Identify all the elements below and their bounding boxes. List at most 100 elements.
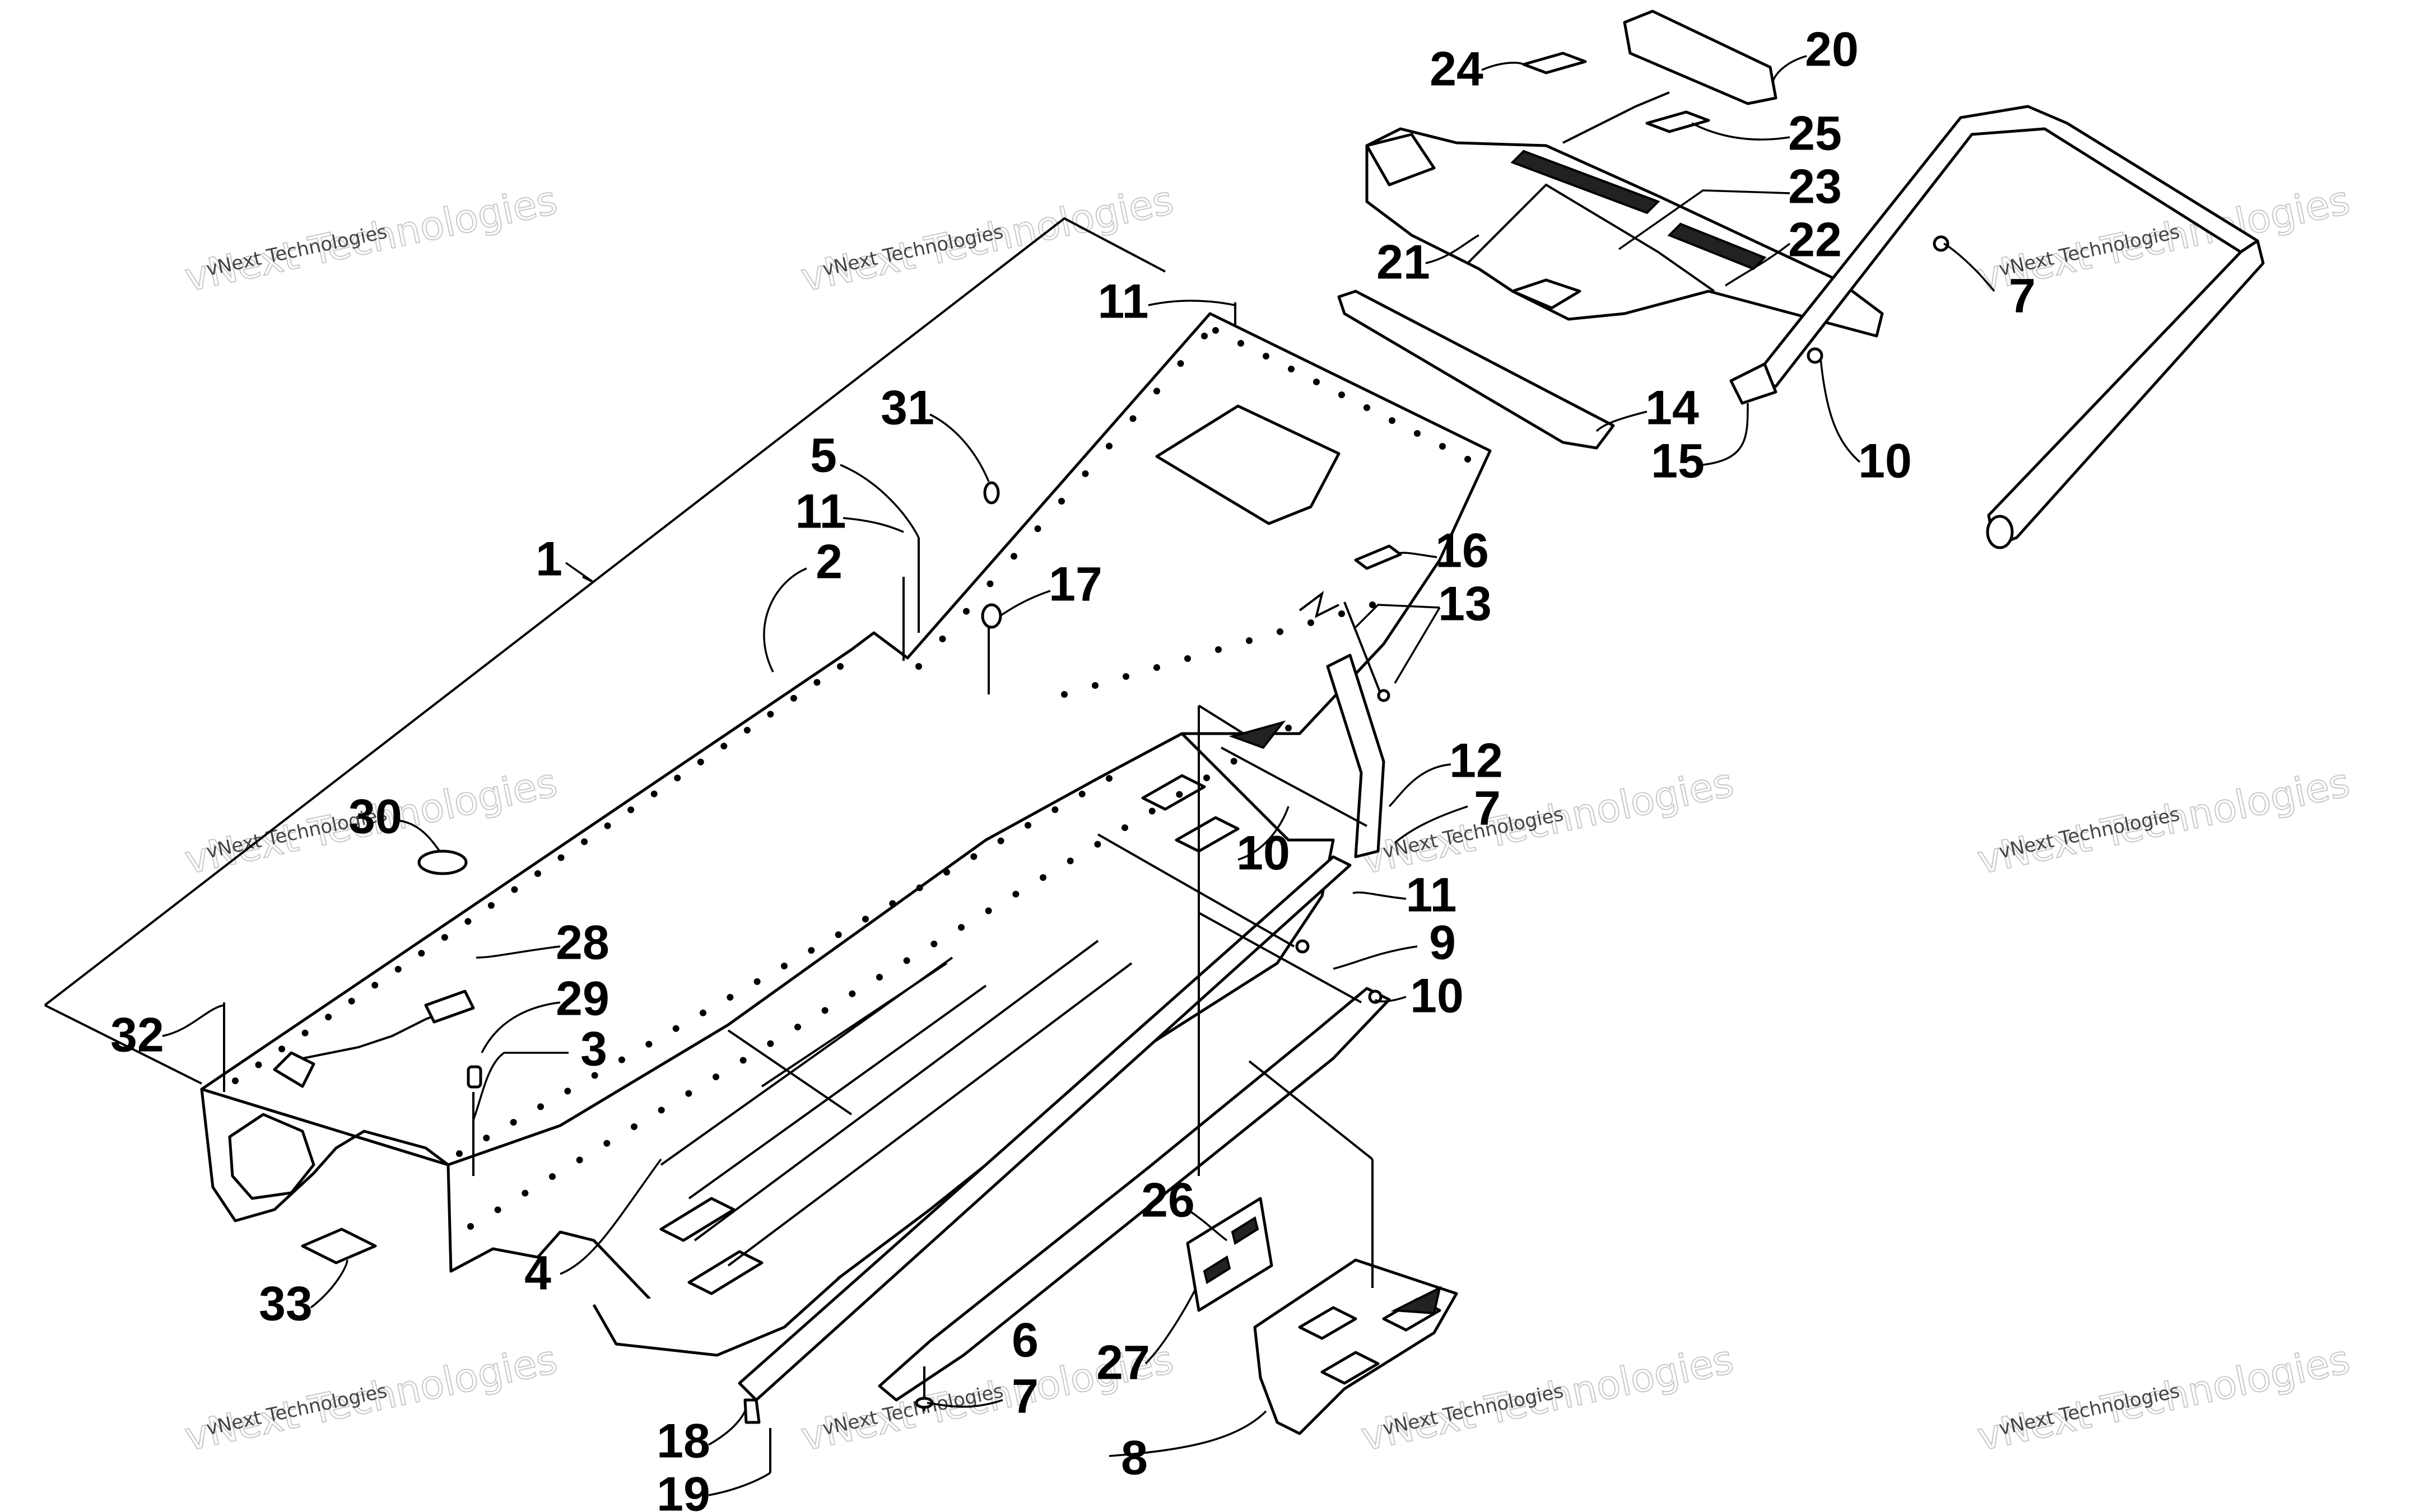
rivet-hole: [1338, 610, 1345, 617]
rivet-hole: [1092, 682, 1099, 689]
callout-20: 20: [1805, 23, 1859, 77]
rivet-hole: [713, 1074, 719, 1080]
rivet-hole: [821, 1007, 829, 1014]
callout-6: 6: [1012, 1314, 1039, 1368]
rivet-hole: [943, 869, 950, 876]
rivet-hole: [603, 1140, 611, 1147]
callout-2: 2: [816, 535, 843, 589]
rivet-hole: [510, 1119, 517, 1126]
callout-32: 32: [110, 1009, 164, 1062]
rivet-hole: [720, 743, 728, 750]
callout-27: 27: [1096, 1336, 1150, 1390]
rivet-hole: [557, 854, 565, 861]
callout-5: 5: [810, 429, 837, 483]
callout-15: 15: [1651, 435, 1705, 488]
rivet-hole: [1215, 646, 1222, 653]
seat-assembly: [1365, 127, 1884, 338]
rivet-hole: [301, 1029, 309, 1037]
rivet-hole: [464, 918, 472, 925]
callout-23: 23: [1788, 160, 1842, 214]
rivet-hole: [1285, 725, 1292, 731]
rivet-hole: [753, 978, 761, 985]
rivet-hole: [1012, 890, 1020, 898]
rivet-hole: [939, 635, 946, 642]
rivet-hole: [1338, 391, 1345, 398]
rivet-hole: [837, 663, 844, 670]
rivet-hole: [1058, 498, 1065, 505]
rivet-hole: [1067, 857, 1074, 865]
callout-29: 29: [556, 972, 609, 1026]
rivet-hole: [876, 974, 883, 981]
hose-clamp: [417, 850, 468, 875]
rivet-hole: [1123, 673, 1129, 680]
decal-33: [301, 1228, 377, 1264]
rivet-hole: [348, 997, 355, 1005]
hardware-lines: [223, 302, 1382, 1473]
callout-3: 3: [580, 1023, 607, 1076]
rivet-hole: [1307, 619, 1314, 626]
rivet-hole: [958, 924, 965, 931]
rivet-hole: [494, 1206, 501, 1214]
perforation-pattern: [659, 774, 1240, 1295]
rivet-hole: [1288, 366, 1295, 372]
rivet-hole: [483, 1135, 490, 1142]
rivet-hole: [986, 580, 994, 587]
rivet-hole: [1025, 822, 1031, 829]
rivet-hole: [511, 886, 518, 893]
rivet-hole: [1184, 655, 1191, 662]
rivet-hole: [1246, 637, 1253, 644]
rivet-hole: [1313, 379, 1320, 385]
callout-14: 14: [1645, 381, 1699, 435]
rivet-hole: [1230, 758, 1237, 765]
rivet-hole: [650, 790, 658, 797]
decals: [1522, 52, 1710, 133]
rivet-hole: [1040, 874, 1046, 881]
rivet-hole: [467, 1223, 474, 1230]
rivet-hole: [627, 806, 635, 814]
rivet-hole: [325, 1014, 332, 1021]
rivet-hole: [564, 1088, 571, 1095]
rivet-hole: [1078, 790, 1086, 797]
callout-12: 12: [1449, 734, 1503, 788]
reference-arrows: [1228, 720, 1441, 1315]
rivet-hole: [631, 1123, 637, 1130]
rivet-hole: [618, 1056, 625, 1063]
rivet-hole: [916, 884, 923, 892]
callout-33: 33: [259, 1277, 313, 1331]
grab-bar: [1729, 105, 2265, 549]
rivet-hole: [1203, 774, 1210, 781]
callout-10: 10: [1858, 435, 1912, 488]
rivet-hole: [1439, 443, 1446, 450]
rivet-hole: [604, 822, 611, 829]
rivet-hole: [700, 1009, 706, 1016]
rivet-hole: [903, 957, 910, 964]
rivet-hole: [1129, 415, 1137, 422]
rivet-hole: [1201, 333, 1208, 339]
electrical-cable: [273, 990, 475, 1088]
callout-4: 4: [524, 1247, 551, 1300]
assembly-bracket: [44, 217, 1166, 1085]
callout-1: 1: [536, 533, 562, 586]
rivet-hole: [1237, 340, 1244, 347]
rivet-hole: [549, 1173, 556, 1180]
mounting-bar: [1337, 290, 1615, 450]
callout-22: 22: [1788, 213, 1842, 267]
callout-11: 11: [1098, 275, 1149, 329]
rivet-hole: [1106, 442, 1113, 450]
tray-cover: [1562, 10, 1777, 144]
rivet-hole: [781, 963, 788, 969]
rivet-hole: [970, 853, 978, 860]
rivet-hole: [1121, 824, 1128, 831]
rivet-hole: [739, 1057, 747, 1064]
rivet-hole: [232, 1077, 239, 1084]
rivet-hole: [697, 758, 704, 766]
rivet-hole: [930, 940, 938, 948]
rivet-hole: [743, 726, 751, 734]
rivet-hole: [418, 950, 425, 957]
rivet-hole: [1277, 628, 1283, 635]
rivet-hole: [1106, 775, 1113, 782]
rivet-hole: [1011, 553, 1017, 560]
